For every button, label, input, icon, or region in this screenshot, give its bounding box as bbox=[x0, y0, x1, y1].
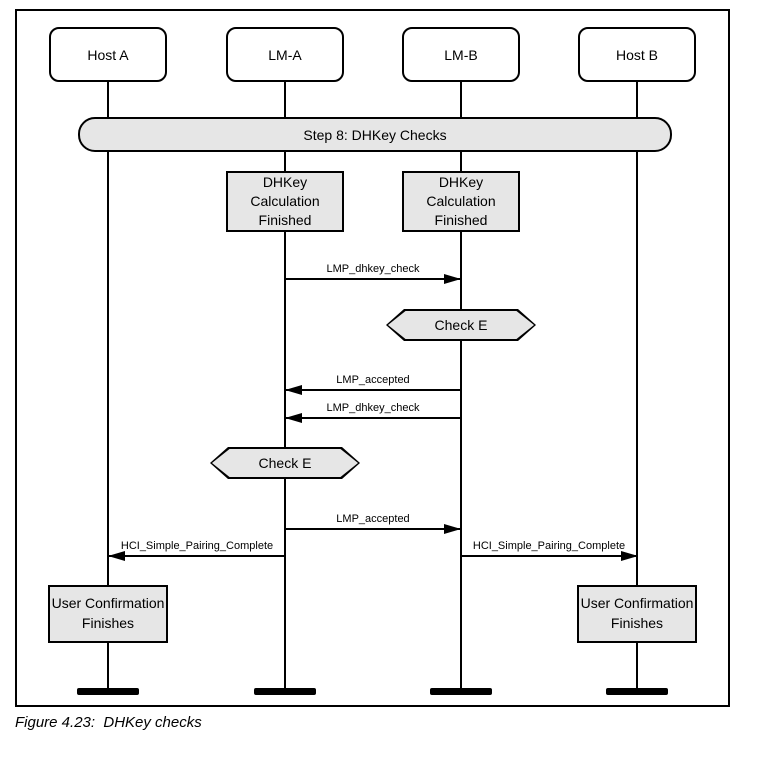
arrowhead-right-icon bbox=[621, 551, 638, 561]
message-label-lmp-dhkey-check-1: LMP_dhkey_check bbox=[326, 263, 420, 275]
actor-label-lm-b: LM-B bbox=[444, 46, 478, 63]
message-line-lmp-accepted-2 bbox=[285, 528, 461, 530]
message-line-hci-simple-pairing-complete-a bbox=[108, 555, 286, 557]
lifeline-host-b bbox=[636, 82, 638, 691]
step-banner: Step 8: DHKey Checks bbox=[78, 117, 672, 152]
check-e-hexagon-lm-b: Check E bbox=[386, 309, 536, 341]
message-label-hci-simple-pairing-complete-b: HCI_Simple_Pairing_Complete bbox=[472, 540, 626, 552]
arrowhead-left-icon bbox=[285, 413, 302, 423]
process-box-dhkey-calc-lm-b: DHKey Calculation Finished bbox=[402, 171, 520, 232]
actor-label-host-a: Host A bbox=[87, 46, 129, 63]
message-line-lmp-dhkey-check-2 bbox=[285, 417, 461, 419]
user-confirmation-line: Finishes bbox=[610, 615, 664, 631]
lifeline-lm-b bbox=[460, 82, 462, 691]
actor-box-lm-a: LM-A bbox=[226, 27, 344, 82]
actor-label-lm-a: LM-A bbox=[268, 46, 302, 63]
user-confirmation-line: User Confirmation bbox=[580, 595, 694, 612]
arrowhead-right-icon bbox=[444, 274, 461, 284]
message-line-lmp-dhkey-check-1 bbox=[285, 278, 461, 280]
message-label-lmp-accepted-1: LMP_accepted bbox=[336, 374, 410, 386]
actor-box-lm-b: LM-B bbox=[402, 27, 520, 82]
step-banner-label: Step 8: DHKey Checks bbox=[303, 126, 447, 143]
lifeline-host-a bbox=[107, 82, 109, 691]
hexagon-fill bbox=[388, 311, 534, 339]
actor-box-host-b: Host B bbox=[578, 27, 696, 82]
process-box-line: Calculation bbox=[426, 193, 496, 210]
user-confirmation-line: Finishes bbox=[81, 615, 135, 631]
termination-bar-lm-b bbox=[430, 688, 492, 695]
process-box-line: Finished bbox=[434, 211, 488, 228]
message-label-lmp-accepted-2: LMP_accepted bbox=[336, 513, 410, 525]
process-box-dhkey-calc-lm-a: DHKey Calculation Finished bbox=[226, 171, 344, 232]
user-confirmation-line: User Confirmation bbox=[51, 595, 165, 612]
termination-bar-host-a bbox=[77, 688, 139, 695]
user-confirmation-box-host-a: User Confirmation Finishes bbox=[48, 585, 168, 643]
arrowhead-right-icon bbox=[444, 524, 461, 534]
actor-box-host-a: Host A bbox=[49, 27, 167, 82]
termination-bar-host-b bbox=[606, 688, 668, 695]
actor-label-host-b: Host B bbox=[615, 46, 658, 63]
user-confirmation-box-host-b: User Confirmation Finishes bbox=[577, 585, 697, 643]
check-e-label-lm-a: Check E bbox=[258, 455, 312, 471]
process-box-line: Finished bbox=[258, 211, 312, 228]
figure-caption: Figure 4.23: DHKey checks bbox=[15, 714, 202, 731]
termination-bar-lm-a bbox=[254, 688, 316, 695]
process-box-line: Calculation bbox=[250, 193, 320, 210]
arrowhead-left-icon bbox=[285, 385, 302, 395]
check-e-label-lm-b: Check E bbox=[434, 317, 488, 333]
check-e-hexagon-lm-a: Check E bbox=[210, 447, 360, 479]
message-label-lmp-dhkey-check-2: LMP_dhkey_check bbox=[326, 402, 420, 414]
message-label-hci-simple-pairing-complete-a: HCI_Simple_Pairing_Complete bbox=[120, 540, 274, 552]
message-line-lmp-accepted-1 bbox=[285, 389, 461, 391]
message-line-hci-simple-pairing-complete-b bbox=[461, 555, 637, 557]
hexagon-fill bbox=[212, 449, 358, 477]
arrowhead-left-icon bbox=[108, 551, 125, 561]
process-box-line: DHKey bbox=[438, 174, 484, 191]
process-box-line: DHKey bbox=[262, 174, 308, 191]
